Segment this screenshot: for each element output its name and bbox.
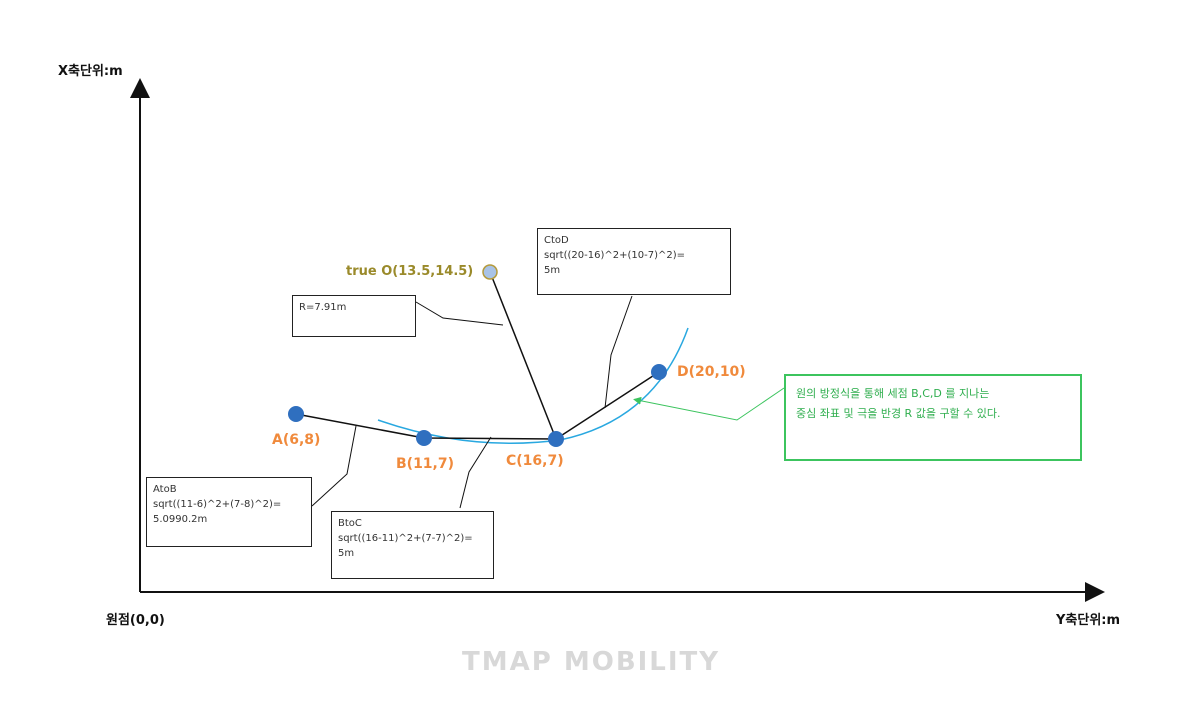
point-c-marker (548, 431, 564, 447)
y-axis-label: Y축단위:m (1056, 613, 1121, 628)
note-line-1: 원의 방정식을 통해 세점 B,C,D 를 지나는 (796, 387, 990, 400)
circle-arc (377, 327, 689, 445)
point-b-label: B(11,7) (396, 456, 455, 472)
watermark-logo: TMAP MOBILITY (462, 647, 721, 677)
btoc-callout-connector (459, 436, 492, 509)
note-connector (633, 387, 785, 421)
point-a-marker (288, 406, 304, 422)
radius-callout-connector (415, 301, 504, 326)
btoc-title: BtoC (338, 518, 362, 529)
center-marker (482, 264, 498, 280)
note-line-2: 중심 좌표 및 극을 반경 R 값을 구할 수 있다. (796, 407, 1001, 420)
atob-callout-connector (311, 425, 357, 507)
btoc-result: 5m (338, 548, 355, 559)
x-axis-label: X축단위:m (58, 64, 123, 79)
btoc-box: BtoC sqrt((16-11)^2+(7-7)^2)= 5m (331, 511, 494, 579)
ctod-callout-connector (604, 295, 633, 409)
note-box: 원의 방정식을 통해 세점 B,C,D 를 지나는 중심 좌표 및 극을 반경 … (784, 374, 1082, 461)
ctod-title: CtoD (544, 235, 569, 246)
radius-box: R=7.91m (292, 295, 416, 337)
radius-line (489, 271, 557, 440)
atob-formula: sqrt((11-6)^2+(7-8)^2)= (153, 499, 282, 510)
radius-text: R=7.91m (299, 302, 347, 313)
point-d-marker (651, 364, 667, 380)
ctod-formula: sqrt((20-16)^2+(10-7)^2)= (544, 250, 685, 261)
point-d-label: D(20,10) (677, 364, 746, 380)
atob-title: AtoB (153, 484, 177, 495)
path-a-b-c-d (295, 371, 660, 440)
center-label: true O(13.5,14.5) (346, 264, 474, 279)
point-a-label: A(6,8) (272, 432, 321, 448)
ctod-result: 5m (544, 265, 561, 276)
atob-box: AtoB sqrt((11-6)^2+(7-8)^2)= 5.0990.2m (146, 477, 312, 547)
atob-result: 5.0990.2m (153, 514, 208, 525)
point-b-marker (416, 430, 432, 446)
ctod-box: CtoD sqrt((20-16)^2+(10-7)^2)= 5m (537, 228, 731, 295)
btoc-formula: sqrt((16-11)^2+(7-7)^2)= (338, 533, 473, 544)
origin-label: 원점(0,0) (106, 613, 165, 628)
point-c-label: C(16,7) (506, 453, 564, 469)
